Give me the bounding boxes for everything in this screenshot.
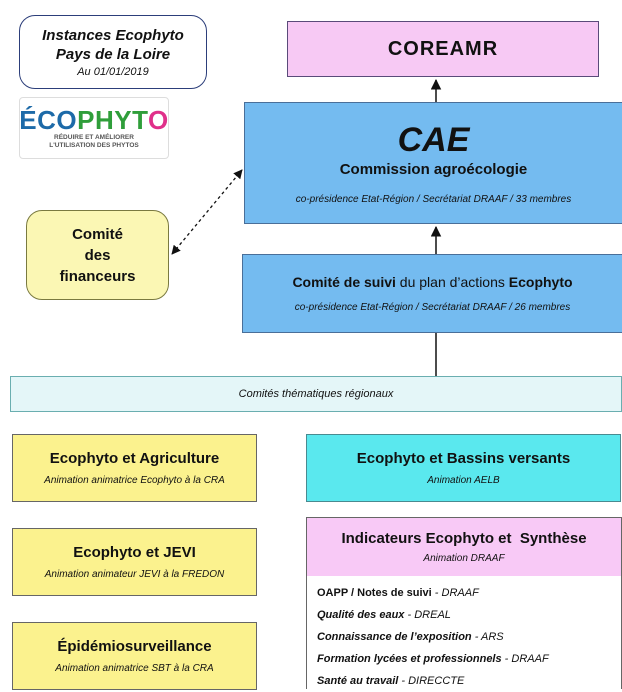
agriculture-subtitle: Animation animatrice Ecophyto à la CRA [44,475,225,486]
financeurs-line3: financeurs [59,267,136,285]
agriculture-box: Ecophyto et Agriculture Animation animat… [12,434,257,502]
item-owner: - DREAL [404,609,451,621]
list-item: Santé au travail - DIRECCTE [317,670,621,692]
list-item: Formation lycées et professionnels - DRA… [317,648,621,670]
jevi-box: Ecophyto et JEVI Animation animateur JEV… [12,528,257,596]
title-date: Au 01/01/2019 [77,66,149,78]
item-owner: - DIRECCTE [398,675,465,687]
epidemio-box: Épidémiosurveillance Animation animatric… [12,622,257,690]
item-name: Santé au travail [317,675,399,687]
dashed-arrow-financeurs-cae [171,169,243,255]
item-name: OAPP / Notes de suivi [317,587,432,599]
logo-wordmark: ÉCOPHYTO [19,106,168,134]
agriculture-title: Ecophyto et Agriculture [49,450,220,467]
list-item: Connaissance de l’exposition - ARS [317,626,621,648]
title-line2: Pays de la Loire [55,46,171,63]
comites-thematiques-bar: Comités thématiques régionaux [10,376,622,412]
bassins-subtitle: Animation AELB [427,475,500,486]
jevi-subtitle: Animation animateur JEVI à la FREDON [44,569,225,580]
ecophyto-logo: ÉCOPHYTO RÉDUIRE ET AMÉLIORER L'UTILISAT… [19,97,169,159]
logo-part1: ÉCO [19,105,78,135]
epidemio-title: Épidémiosurveillance [57,638,212,655]
logo-part2: PHYT [77,105,148,135]
bassins-title: Ecophyto et Bassins versants [356,450,571,467]
item-name: Connaissance de l’exposition [317,631,472,643]
item-name: Formation lycées et professionnels [317,653,502,665]
suivi-bold2: Ecophyto [508,274,573,290]
item-name: Qualité des eaux [317,609,405,621]
coreamr-label: COREAMR [387,37,499,60]
comite-financeurs-box: Comité des financeurs [26,210,169,300]
list-item: OAPP / Notes de suivi - DRAAF [317,582,621,604]
cae-acronym: CAE [397,121,470,159]
suivi-bold1: Comité de suivi [292,274,396,290]
title-box: Instances Ecophyto Pays de la Loire Au 0… [19,15,207,89]
title-line1: Instances Ecophyto [42,27,184,44]
item-owner: - DRAAF [501,653,549,665]
suivi-normal: du plan d’actions [395,274,509,290]
financeurs-line2: des [84,246,111,264]
epidemio-subtitle: Animation animatrice SBT à la CRA [55,663,214,674]
logo-part3: O [148,105,169,135]
suivi-title: Comité de suivi du plan d’actions Ecophy… [292,274,572,290]
indicateurs-title: Indicateurs Ecophyto et Synthèse [341,530,587,547]
suivi-details: co-présidence Etat-Région / Secrétariat … [294,302,571,313]
themes-label: Comités thématiques régionaux [238,388,394,400]
coreamr-box: COREAMR [287,21,599,77]
item-owner: - ARS [471,631,504,643]
logo-tagline-1: RÉDUIRE ET AMÉLIORER [54,134,134,141]
cae-name: Commission agroécologie [339,161,528,178]
cae-box: CAE Commission agroécologie co-présidenc… [244,102,622,224]
list-item: Qualité des eaux - DREAL [317,604,621,626]
logo-tagline-2: L'UTILISATION DES PHYTOS [49,142,139,149]
indicateurs-list: OAPP / Notes de suivi - DRAAF Qualité de… [306,576,622,689]
item-owner: - DRAAF [431,587,479,599]
financeurs-line1: Comité [72,225,123,243]
cae-details: co-présidence Etat-Région / Secrétariat … [295,194,572,205]
bassins-box: Ecophyto et Bassins versants Animation A… [306,434,621,502]
indicateurs-header: Indicateurs Ecophyto et Synthèse Animati… [306,517,622,577]
jevi-title: Ecophyto et JEVI [73,544,196,561]
indicateurs-subtitle: Animation DRAAF [423,553,505,564]
comite-suivi-box: Comité de suivi du plan d’actions Ecophy… [242,254,622,333]
